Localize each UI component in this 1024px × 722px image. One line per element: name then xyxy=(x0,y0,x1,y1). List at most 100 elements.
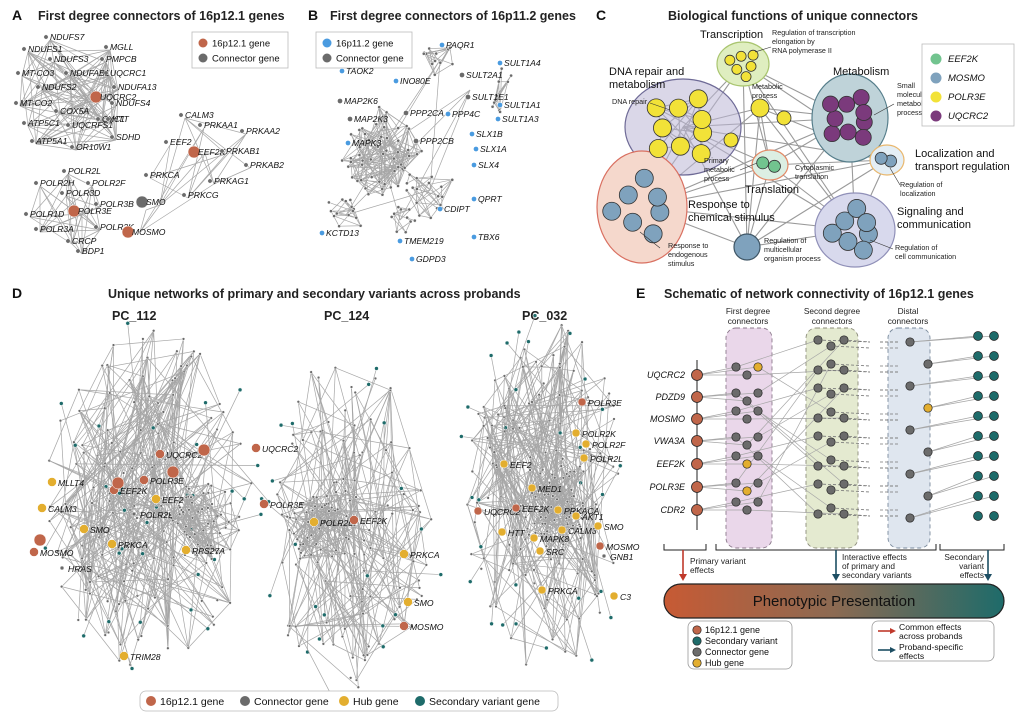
connector-node xyxy=(133,401,136,404)
edge xyxy=(928,396,978,408)
connector-node xyxy=(495,464,498,467)
connector-node xyxy=(154,596,157,599)
function-node xyxy=(653,119,671,137)
connector-node xyxy=(363,539,366,542)
second-degree-node xyxy=(827,504,835,512)
label-a-crcp: CRCP xyxy=(72,236,97,246)
secondary-node xyxy=(293,542,297,546)
label-b-kctd13: KCTD13 xyxy=(326,228,359,238)
function-node xyxy=(736,51,746,61)
connector-node xyxy=(210,484,213,487)
label-032-polr3e: POLR3E xyxy=(588,398,622,408)
secondary-variant-node xyxy=(990,332,999,341)
secondary-node xyxy=(544,646,548,650)
label-a-prkcg: PRKCG xyxy=(188,190,219,200)
connector-node xyxy=(218,532,221,535)
second-degree-node xyxy=(827,360,835,368)
e-gene-cdr2: CDR2 xyxy=(660,505,685,515)
second-degree-node xyxy=(814,414,822,422)
secondary-node xyxy=(479,545,483,549)
first-degree-node xyxy=(754,363,762,371)
node-032-akt1 xyxy=(572,512,580,520)
secondary-node xyxy=(279,423,283,427)
second-degree-node xyxy=(840,366,848,374)
connector-node xyxy=(546,598,549,601)
connector-node xyxy=(381,187,384,190)
legend-d-connector: Connector gene xyxy=(254,696,329,708)
connector-node xyxy=(435,52,438,55)
label-032-prkca: PRKCA xyxy=(548,586,578,596)
node-124-eef2k xyxy=(350,516,359,525)
edge xyxy=(928,476,994,496)
e-gene-pdzd9: PDZD9 xyxy=(655,392,685,402)
connector-node xyxy=(289,516,292,519)
node-ndufs7 xyxy=(44,35,48,39)
node-slx4 xyxy=(471,162,476,167)
secondary-node xyxy=(490,622,494,626)
connector-node xyxy=(222,411,225,414)
connector-node xyxy=(341,159,344,162)
second-degree-node xyxy=(814,510,822,518)
connector-node xyxy=(440,185,443,188)
label-032-akt1: AKT1 xyxy=(581,512,604,522)
connector-node xyxy=(570,488,573,491)
secondary-node xyxy=(466,405,470,409)
connector-node xyxy=(81,444,84,447)
panel-d-letter: D xyxy=(12,285,22,301)
connector-node xyxy=(391,512,394,515)
connector-node xyxy=(351,656,354,659)
secondary-node xyxy=(97,424,101,428)
secondary-node xyxy=(204,401,208,405)
node-mt-co2 xyxy=(14,101,18,105)
second-degree-node xyxy=(827,456,835,464)
connector-node xyxy=(182,511,185,514)
secondary-node xyxy=(568,331,572,335)
secondary-variant-node xyxy=(974,432,983,441)
connector-node xyxy=(288,529,291,532)
connector-node xyxy=(315,496,318,499)
secondary-node xyxy=(470,495,474,499)
connector-node xyxy=(385,137,388,140)
connector-node xyxy=(524,574,527,577)
label-112-polr3e: POLR3E xyxy=(150,476,184,486)
connector-node xyxy=(364,187,367,190)
label-b-ppp2cb: PPP2CB xyxy=(420,136,454,146)
label-a-prkab2: PRKAB2 xyxy=(250,160,284,170)
label-032-src: SRC xyxy=(546,547,565,557)
node-112-polr3e-big xyxy=(167,466,179,478)
function-node xyxy=(777,111,791,125)
secondary-variant-node xyxy=(990,452,999,461)
second-degree-node xyxy=(840,480,848,488)
connector-node xyxy=(190,496,193,499)
connector-node xyxy=(422,52,425,55)
node-map2k6 xyxy=(337,98,342,103)
phenotype-label: Phenotypic Presentation xyxy=(753,593,916,610)
second-degree-node xyxy=(814,384,822,392)
first-degree-node xyxy=(754,498,762,506)
secondary-node xyxy=(489,354,493,358)
label-b-ppp4c: PPP4C xyxy=(452,109,481,119)
connector-node xyxy=(142,338,145,341)
connector-node xyxy=(312,495,315,498)
connector-node xyxy=(405,124,408,127)
connector-node xyxy=(381,193,384,196)
connector-node xyxy=(393,212,396,215)
secondary-variant-node xyxy=(974,492,983,501)
label-a-calm3: CALM3 xyxy=(185,110,214,120)
panel-b-title: First degree connectors of 16p11.2 genes xyxy=(330,9,576,23)
connector-node xyxy=(407,148,410,151)
connector-node xyxy=(211,615,214,618)
connector-node xyxy=(220,513,223,516)
node-124-polr3e xyxy=(260,500,269,509)
connector-node xyxy=(428,47,431,50)
edge xyxy=(132,571,230,603)
node-polr2h xyxy=(34,181,38,185)
label-112-prkca: PRKCA xyxy=(118,540,148,550)
connector-node xyxy=(546,530,549,533)
second-degree-node xyxy=(840,432,848,440)
label-032-smo: SMO xyxy=(604,522,624,532)
node-112-eef2k-big xyxy=(112,477,124,489)
